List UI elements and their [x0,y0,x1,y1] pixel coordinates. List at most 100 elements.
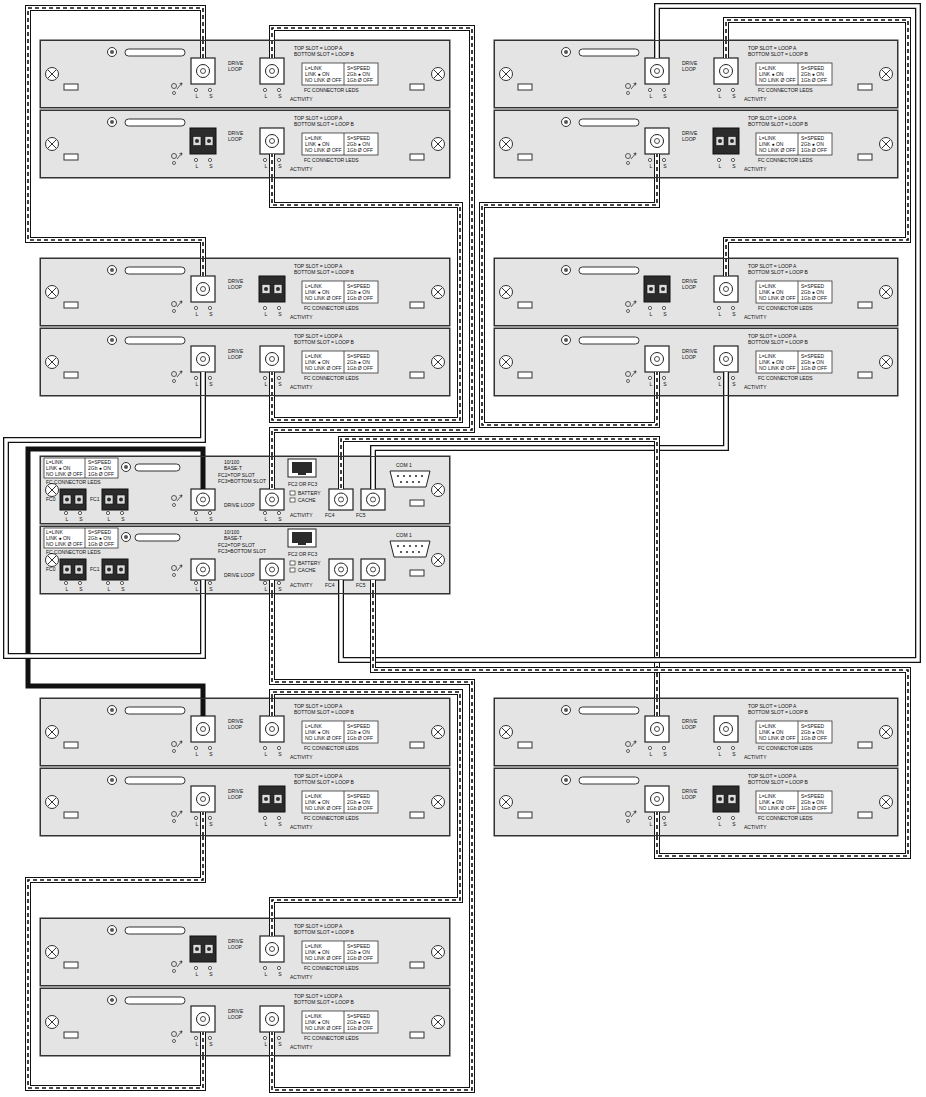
fc-port [270,139,275,144]
panel-screw [880,286,893,299]
port-led [263,88,266,91]
duplex-port [264,287,268,291]
fc-port [339,497,344,502]
panel-label: 10/100 BASE-T [224,459,248,471]
ejector-slot [135,534,180,541]
duplex-port [274,285,282,294]
panel-label: L [196,163,199,169]
io-module-art [40,988,450,1056]
cable-plug [339,580,342,594]
panel-label: DRIVE LOOP [224,572,255,578]
module-panel [494,768,898,836]
led-window [410,372,424,378]
panel-label: NO LINK Ø OFF [46,541,83,547]
fc-port [720,283,733,296]
fc-port [266,353,279,366]
panel-label: FC2=TOP SLOT FC3=BOTTOM SLOT [218,472,268,484]
panel-label: TOP SLOT = LOOP A [294,923,342,929]
panel-label: S [732,751,735,757]
panel-label: S [278,971,281,977]
cable-plug [338,580,344,594]
status-icon [172,742,177,747]
fc-cable [272,692,460,918]
duplex-port [102,559,128,580]
panel-label: S [209,751,212,757]
cable-plug [271,372,273,396]
status-led [173,310,176,313]
panel-knob [564,268,568,272]
panel-label: FC CONNECTOR LEDS [304,305,359,311]
cable-plug [271,918,273,936]
panel-label: ACTIVITY [290,582,313,588]
panel-label: LINK ● ON [759,141,783,147]
panel-screw [882,288,890,296]
panel-screw [48,288,56,296]
led-window [858,742,872,748]
fc-port [191,489,215,510]
status-led [173,574,176,577]
cable-plug [272,372,273,396]
duplex-port [716,137,724,146]
fc-port [260,489,284,510]
cable-plug [340,456,342,489]
panel-screw [500,726,513,739]
ethernet-jack [298,542,306,545]
panel-label: BOTTOM SLOT = LOOP B [748,779,808,785]
panel-label: L [196,516,199,522]
ejector-slot [125,927,185,934]
port-led [194,1036,197,1039]
panel-label: DRIVE LOOP [228,1008,250,1020]
panel-label: L [719,93,722,99]
ejector-slot [125,777,185,784]
status-led [627,820,630,823]
led-key-box [302,941,378,963]
fc-port [266,723,279,736]
cable-plug [271,1032,273,1056]
fc-port [724,287,729,292]
panel-label: L=LINK [759,65,776,71]
cable-plug [201,456,206,489]
status-icon [177,301,182,307]
panel-label: S=SPEED [347,135,370,141]
led-window [64,742,78,748]
panel-label: LINK ● ON [759,71,783,77]
cable-plug [724,372,727,396]
panel-label: FC5 [356,512,365,518]
panel-screw [432,726,445,739]
panel-knob [108,48,117,57]
panel-label: 1Gb Ø OFF [347,1025,373,1031]
module-panel [40,456,450,524]
led-key-box [44,528,118,548]
panel-knob [110,338,114,342]
panel-label: FC CONNECTOR LEDS [758,305,813,311]
io-module: TOP SLOT = LOOP ABOTTOM SLOT = LOOP BDRI… [40,918,450,986]
panel-screw [46,796,59,809]
status-icon [626,742,631,747]
cable-plug [723,258,729,276]
panel-screw [46,138,59,151]
fc-port [645,786,669,812]
status-icon [177,811,182,817]
com-port [409,545,411,547]
panel-label: S=SPEED [347,1013,370,1019]
status-icon [626,84,631,89]
ethernet-jack [292,532,312,543]
panel-label: L [719,821,722,827]
status-icon [631,811,636,817]
panel-label: S [278,586,281,592]
panel-label: L [719,163,722,169]
panel-label: BOTTOM SLOT = LOOP B [294,709,354,715]
panel-screw [502,728,510,736]
panel-screw [882,70,890,78]
fc-cable [272,28,472,456]
fc-cable [726,20,908,258]
panel-label: S=SPEED [347,283,370,289]
duplex-port [65,568,69,572]
port-led [194,816,197,819]
panel-label: 2Gb ● ON [801,799,824,805]
panel-label: L [196,311,199,317]
cable-plug [726,40,727,58]
fc-port [645,346,669,372]
cable-plug [201,698,206,716]
panel-screw [882,140,890,148]
